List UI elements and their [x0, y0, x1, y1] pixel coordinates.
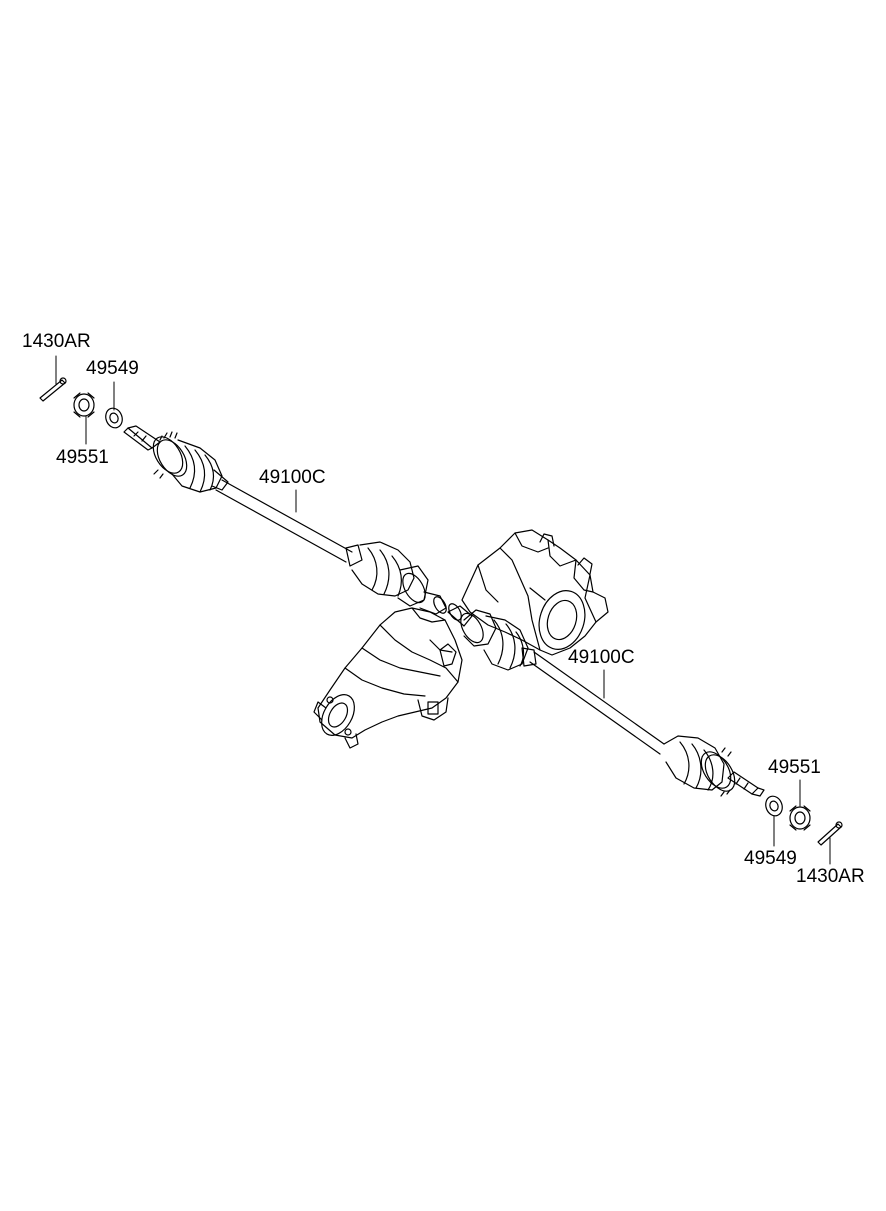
left-drive-shaft [124, 426, 449, 615]
callout-pin-right: 1430AR [796, 866, 865, 887]
callout-nut-right: 49551 [768, 757, 821, 778]
callout-shaft-left: 49100C [259, 467, 326, 488]
right-cotter-pin [818, 822, 842, 845]
differential-housing [314, 530, 608, 748]
callout-shaft-right: 49100C [568, 647, 635, 668]
right-castle-nut [790, 806, 810, 830]
left-castle-nut [74, 393, 94, 417]
leader-lines [56, 356, 830, 864]
right-drive-shaft [446, 602, 764, 797]
left-cotter-pin [40, 378, 66, 401]
callout-nut-left: 49551 [56, 447, 109, 468]
callout-washer-right: 49549 [744, 848, 797, 869]
callout-pin-left: 1430AR [22, 331, 91, 352]
left-washer [103, 406, 125, 430]
right-washer [763, 794, 785, 818]
callout-washer-left: 49549 [86, 358, 139, 379]
